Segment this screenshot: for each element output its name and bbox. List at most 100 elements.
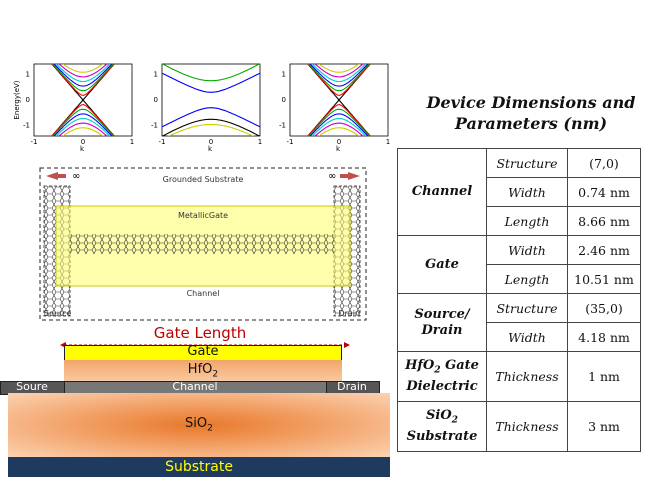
- y-tick-label: 0: [282, 96, 286, 104]
- sio2-line2: Substrate: [406, 428, 478, 444]
- right-arrow-icon: [340, 172, 360, 180]
- device-schematic: Grounded Substrate ∞ ∞ MetallicGate Chan…: [39, 167, 367, 321]
- group-gate: Gate: [397, 235, 487, 294]
- band-curve: [52, 108, 114, 136]
- param-cell: Width: [486, 235, 568, 265]
- table-title-line1: Device Dimensions and: [426, 93, 636, 112]
- y-axis-label: Energy(eV): [13, 80, 21, 119]
- band-curve: [55, 117, 111, 136]
- hfo2-line2: Dielectric: [406, 378, 478, 394]
- grounded-substrate-border: [39, 167, 367, 321]
- band-curve: [307, 64, 371, 96]
- table-row: HfO2 Gate Dielectric Thickness 1 nm: [397, 351, 641, 402]
- x-tick-label: 0: [81, 138, 85, 146]
- table-title-line2: Parameters (nm): [454, 114, 608, 133]
- x-tick-label: -1: [287, 138, 294, 146]
- band-curve: [314, 122, 364, 136]
- sio2-label-sub: 2: [207, 423, 213, 434]
- source-drain-line2: Drain: [421, 322, 463, 338]
- grounded-substrate-label: Grounded Substrate: [163, 175, 244, 184]
- channel-lattice: [70, 234, 334, 254]
- value-cell: 1 nm: [567, 351, 641, 402]
- value-cell: 3 nm: [567, 401, 641, 452]
- band-curve: [51, 99, 115, 136]
- y-tick-label: -1: [23, 122, 30, 130]
- table-row: SiO2 Substrate Thickness 3 nm: [397, 401, 641, 452]
- plot-frame: [289, 63, 389, 137]
- y-tick-label: 1: [154, 70, 158, 78]
- metallic-gate-label: MetallicGate: [178, 211, 228, 220]
- gate-length-label: Gate Length: [153, 324, 247, 342]
- group-sio2: SiO2 Substrate: [397, 401, 487, 452]
- source-label: Source: [44, 309, 72, 318]
- band-curve: [311, 117, 367, 136]
- value-cell: 10.51 nm: [567, 264, 641, 294]
- x-tick-label: 0: [337, 138, 341, 146]
- table-row: Length 10.51 nm: [398, 264, 641, 294]
- param-cell: Length: [486, 264, 568, 294]
- hfo2-line1: HfO2 Gate: [398, 358, 486, 379]
- value-cell: 4.18 nm: [567, 322, 641, 352]
- band-curve: [58, 122, 108, 136]
- hfo2-sub: 2: [434, 364, 441, 376]
- param-cell: Thickness: [486, 401, 568, 452]
- sio2-sub: 2: [451, 414, 458, 426]
- x-axis-label: k: [208, 145, 213, 153]
- cross-section: Gate Length Gate HfO2 Soure Channel Drai…: [0, 324, 400, 498]
- channel-label: Channel: [172, 380, 218, 393]
- band-curve: [51, 64, 115, 101]
- table-row: Channel Structure (7,0): [397, 148, 641, 236]
- channel-label: Channel: [187, 289, 220, 298]
- value-cell: 8.66 nm: [567, 206, 641, 236]
- x-tick-label: 1: [130, 138, 134, 146]
- x-axis-label: k: [80, 145, 85, 153]
- hfo2-base: HfO: [405, 358, 435, 374]
- sio2-layer: [8, 393, 390, 457]
- sio2-line1: SiO2: [398, 408, 486, 429]
- band-curve: [314, 64, 364, 78]
- band-curve: [309, 64, 369, 87]
- x-tick-label: 0: [209, 138, 213, 146]
- source-label: Soure: [16, 380, 48, 393]
- parameters-table: Channel Structure (7,0) Width 0.74 nm Le…: [397, 148, 641, 452]
- table-row: Length 8.66 nm: [398, 206, 641, 236]
- y-tick-label: 1: [282, 70, 286, 78]
- table-row: Width 0.74 nm: [398, 177, 641, 207]
- group-source-drain: Source/ Drain: [397, 293, 487, 352]
- gate-label: Gate: [187, 344, 219, 359]
- band-curve: [167, 123, 255, 136]
- param-cell: Thickness: [486, 351, 568, 402]
- drain-label: Drain: [338, 309, 360, 318]
- band-curve: [308, 108, 370, 136]
- band-curve: [53, 64, 113, 87]
- y-tick-label: -1: [279, 122, 286, 130]
- hfo2-layer: [64, 360, 342, 381]
- band-curve: [55, 64, 111, 83]
- band-curve: [162, 118, 260, 136]
- substrate-label: Substrate: [165, 459, 233, 475]
- group-channel: Channel: [397, 148, 487, 236]
- param-cell: Width: [486, 177, 568, 207]
- band-curve: [307, 64, 371, 101]
- sio2-label: SiO2: [8, 416, 390, 437]
- infinity-left: ∞: [72, 171, 80, 182]
- value-cell: (35,0): [567, 293, 641, 323]
- source-drain-line1: Source/: [414, 306, 470, 322]
- x-tick-label: 1: [386, 138, 390, 146]
- param-cell: Structure: [486, 148, 568, 178]
- group-hfo2: HfO2 Gate Dielectric: [397, 351, 487, 402]
- hfo2-label-sub: 2: [212, 369, 219, 380]
- param-cell: Length: [486, 206, 568, 236]
- band-curve: [162, 64, 260, 82]
- plot-frame: [33, 63, 133, 137]
- hfo2-label: HfO2: [64, 362, 342, 383]
- x-tick-label: -1: [159, 138, 166, 146]
- band-curve: [52, 64, 114, 92]
- band-curve: [307, 104, 371, 136]
- band-curve: [318, 64, 360, 73]
- left-arrow-icon: [46, 172, 66, 180]
- substrate-layer: [8, 457, 390, 477]
